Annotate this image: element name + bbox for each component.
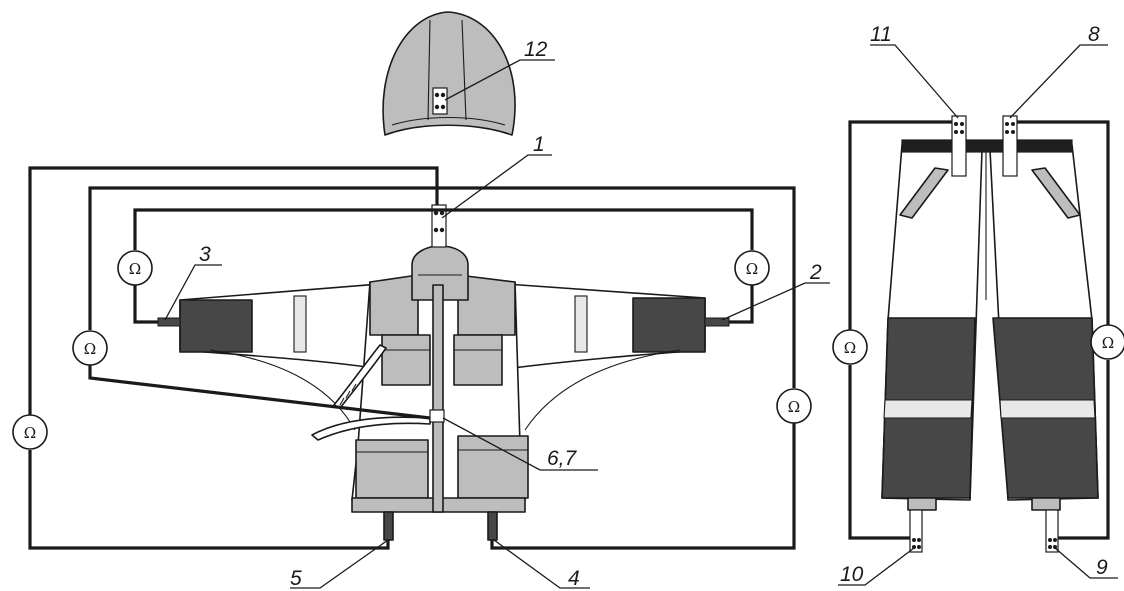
callout-11: 11 — [870, 23, 892, 46]
callouts: 12 1 3 2 6,7 5 4 11 8 10 9 — [164, 23, 1118, 590]
svg-text:Ω: Ω — [1102, 334, 1114, 352]
ohmmeter-mid-left: Ω — [72, 330, 108, 366]
callout-5: 5 — [290, 567, 302, 590]
ohmmeter-upper-left: Ω — [117, 250, 153, 286]
trousers — [881, 115, 1099, 553]
svg-text:Ω: Ω — [788, 398, 800, 416]
right-cuff — [632, 297, 706, 353]
callout-10: 10 — [840, 563, 864, 586]
wire-hem-loop — [28, 166, 439, 550]
neck-fastener — [431, 204, 447, 248]
suspender-tab-8 — [1002, 115, 1018, 177]
hem-tab-right — [487, 511, 498, 541]
buckle-6-7 — [429, 409, 445, 423]
hem-tab-left — [383, 511, 394, 541]
suspender-tab-11 — [951, 115, 967, 177]
jacket-zipper — [432, 284, 444, 513]
callout-3: 3 — [199, 243, 211, 266]
hood — [382, 11, 516, 136]
ohmmeter-trousers-right: Ω — [1090, 324, 1124, 360]
ohmmeter-outer-left: Ω — [12, 414, 48, 450]
wire-cuff-loop — [133, 208, 754, 324]
callout-2: 2 — [809, 261, 822, 284]
svg-text:Ω: Ω — [24, 424, 36, 442]
hood-fastener — [432, 87, 448, 115]
callout-1: 1 — [533, 133, 545, 156]
svg-text:Ω: Ω — [746, 260, 758, 278]
callout-9: 9 — [1096, 556, 1108, 579]
svg-text:Ω: Ω — [84, 340, 96, 358]
left-cuff — [179, 299, 253, 353]
cuff-terminal-right — [704, 317, 730, 327]
wire-trousers-left — [848, 120, 952, 540]
svg-text:Ω: Ω — [129, 260, 141, 278]
svg-text:Ω: Ω — [844, 339, 856, 357]
jacket — [157, 204, 730, 541]
ohmmeter-trousers-left: Ω — [832, 329, 868, 365]
wire-trousers-right — [1017, 120, 1110, 540]
callout-8: 8 — [1088, 23, 1100, 46]
ohmmeter-upper-right: Ω — [734, 250, 770, 286]
callout-4: 4 — [568, 567, 580, 590]
callout-6-7: 6,7 — [547, 447, 578, 470]
waistband — [901, 139, 1073, 153]
ohmmeter-mid-right: Ω — [776, 388, 812, 424]
callout-12: 12 — [524, 38, 548, 61]
measurement-wires — [28, 120, 1110, 550]
cuff-terminal-left — [157, 317, 181, 327]
